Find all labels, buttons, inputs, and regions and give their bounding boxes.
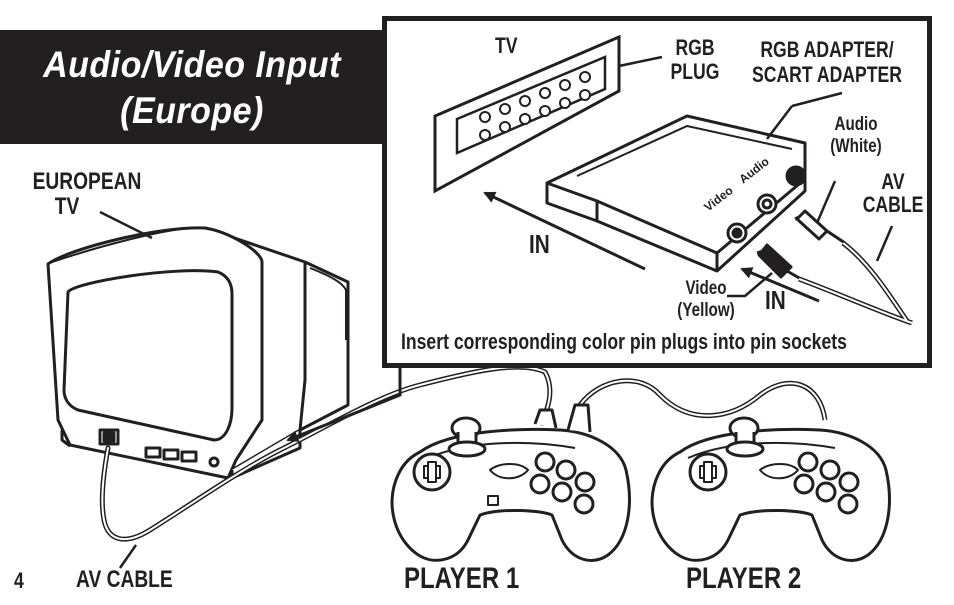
- label-tv: TV: [495, 33, 518, 58]
- title-banner: [0, 30, 384, 144]
- label-player-1: PLAYER 1: [404, 562, 520, 595]
- audio-pointer: [815, 180, 837, 224]
- av-cable-bottom-pointer: [118, 544, 138, 569]
- in-arrow-right: [740, 267, 820, 303]
- inset-to-tv-arrow: [286, 362, 402, 442]
- title-line-2: (Europe): [120, 90, 264, 131]
- european-tv: [46, 226, 350, 480]
- label-video-1: Video: [685, 278, 727, 299]
- label-av-cable-inset-1: AV: [881, 169, 905, 194]
- rgb-scart-adapter: [545, 114, 807, 273]
- in-arrow-left: [483, 191, 646, 271]
- label-av-cable-inset-2: CABLE: [862, 192, 924, 217]
- european-tv-pointer: [99, 210, 153, 240]
- tv-power-knob: [208, 456, 220, 468]
- tv-screen: [62, 269, 234, 442]
- controller-cable-2: [577, 378, 828, 421]
- av-cable-plugs: [756, 209, 846, 281]
- label-european-tv-1: EUROPEAN: [32, 168, 142, 195]
- label-video-2: (Yellow): [677, 300, 735, 321]
- label-rgb-plug-1: RGB: [675, 35, 715, 60]
- inset-illustration: [433, 34, 913, 326]
- label-audio-2: (White): [830, 136, 882, 157]
- label-player-2: PLAYER 2: [686, 562, 802, 595]
- label-rgb-adapter-1: RGB ADAPTER/: [760, 37, 894, 62]
- controller-player-1: [390, 403, 631, 562]
- controller-player-2: [650, 416, 891, 562]
- rgb-plug-pointer: [618, 55, 663, 68]
- adapter-pointer: [766, 105, 793, 140]
- inset-panel: TV RGB PLUG RGB ADAPTER/ SCART ADAPTER A…: [382, 16, 932, 368]
- label-av-cable-bottom: AV CABLE: [76, 566, 173, 593]
- rgb-plug-pins: [479, 71, 591, 141]
- label-european-tv-2: TV: [54, 193, 80, 220]
- label-in-left: IN: [529, 229, 550, 259]
- label-rgb-plug-2: PLUG: [670, 59, 720, 84]
- label-audio-1: Audio: [834, 114, 878, 135]
- label-in-right: IN: [765, 285, 786, 315]
- video-pointer: [727, 272, 773, 298]
- page-number: 4: [14, 568, 24, 593]
- title-line-1: Audio/Video Input: [43, 44, 341, 85]
- instruction-text: Insert corresponding color pin plugs int…: [401, 329, 847, 354]
- label-rgb-adapter-2: SCART ADAPTER: [752, 62, 902, 87]
- av-cable-inset-pointer: [875, 225, 894, 262]
